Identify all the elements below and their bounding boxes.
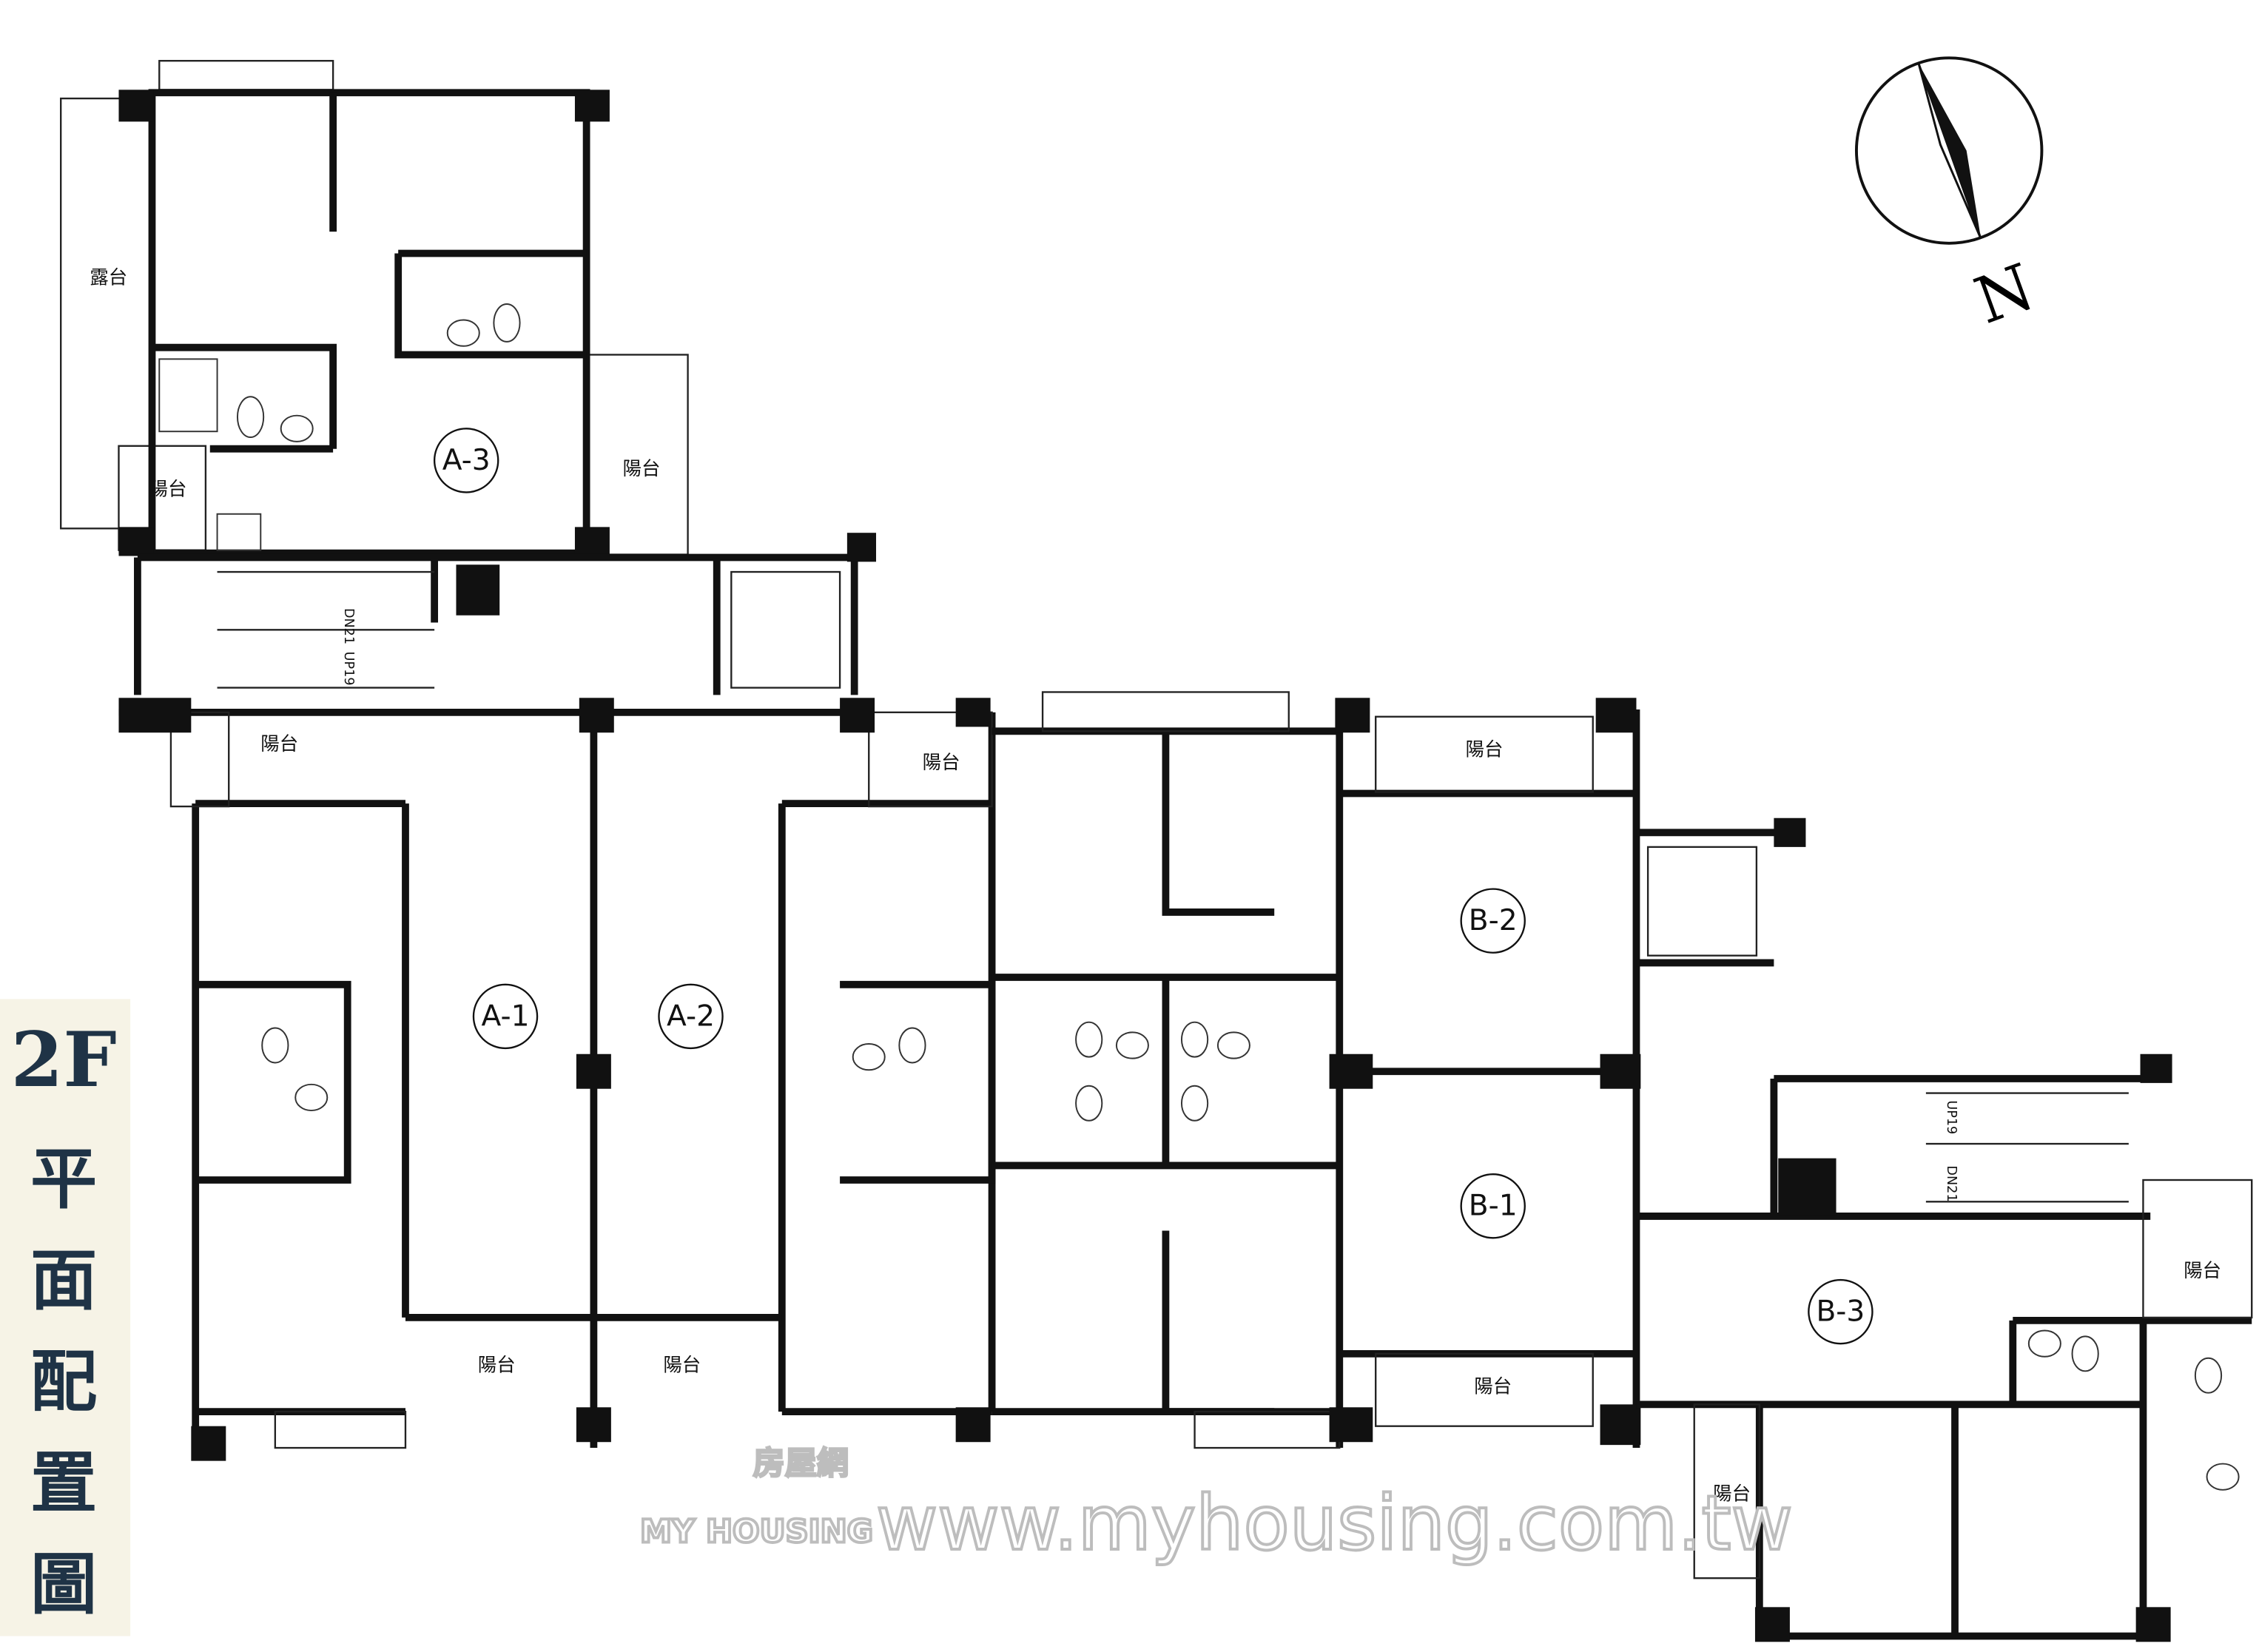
title-char: 置 [30,1443,97,1522]
unit-a1-a2-walls [118,698,996,1461]
room-label-balcony: 陽台 [260,732,298,755]
room-label-balcony: 陽台 [1713,1483,1751,1505]
watermark-brand-en: MY HOUSING [640,1513,873,1550]
title-char: 配 [30,1342,97,1420]
room-label-balcony: 陽台 [149,477,187,499]
room-label-terrace: 露台 [90,266,127,289]
stair-down-label: DN21 [1944,1165,1959,1201]
room-label-balcony: 陽台 [623,457,661,479]
unit-label-b1: B-1 [1469,1190,1518,1223]
watermark-brand-cn: 房屋網 [753,1445,849,1482]
unit-b3-walls [1636,817,2253,1642]
floor-label: 2F [11,1015,117,1104]
north-label: N [1966,250,2044,339]
title-char: 平 [30,1139,97,1218]
stair-down-label: DN21 [341,608,356,644]
room-label-balcony: 陽台 [1474,1375,1512,1398]
unit-label-b3: B-3 [1816,1295,1865,1329]
unit-b1-b2-walls [992,691,1641,1449]
title-char: 面 [30,1241,97,1319]
unit-label-b2: B-2 [1469,904,1518,937]
room-label-balcony: 陽台 [2184,1259,2221,1281]
room-label-balcony: 陽台 [478,1353,516,1375]
unit-label-a1: A-1 [482,999,530,1033]
stair-up-label: UP19 [341,652,356,686]
north-arrow-icon: N [1854,56,2044,339]
unit-label-a3: A-3 [442,444,491,477]
room-label-balcony: 陽台 [923,751,960,773]
room-label-balcony: 陽台 [1466,738,1504,761]
unit-label-a2: A-2 [667,999,715,1033]
title-char: 圖 [30,1545,97,1623]
watermark: 房屋網 MY HOUSING www.myhousing.com.tw [639,1443,1794,1568]
watermark-url: www.myhousing.com.tw [876,1480,1793,1567]
stair-up-label: UP19 [1944,1100,1959,1134]
title-strip [0,999,131,1636]
stair-core-a [134,533,877,695]
room-label-balcony: 陽台 [663,1353,701,1375]
